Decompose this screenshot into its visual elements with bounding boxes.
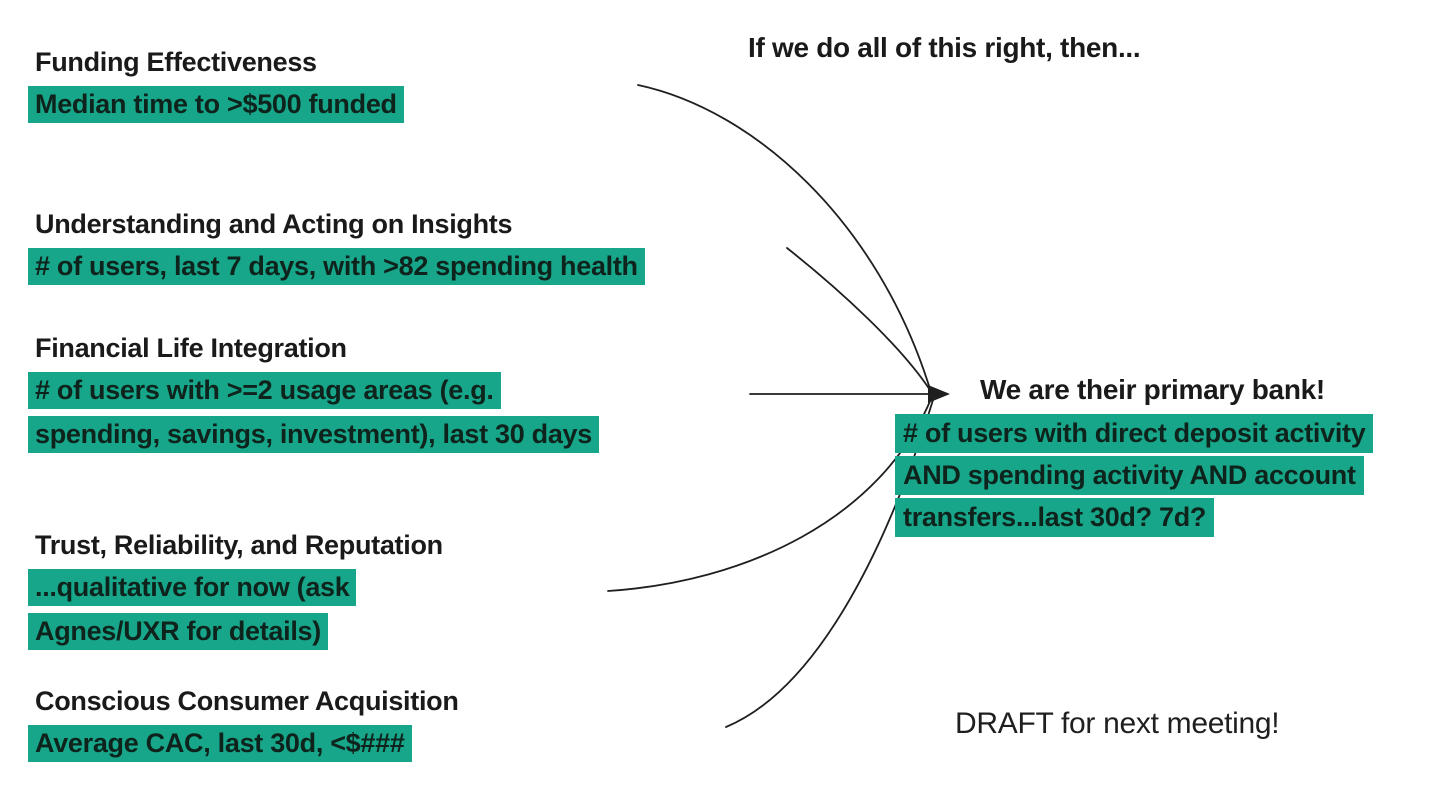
metric-heading: Conscious Consumer Acquisition (35, 686, 459, 716)
metric-highlight-line: # of users, last 7 days, with >82 spendi… (28, 248, 645, 285)
metric-block-financial-life-integration: Financial Life Integration # of users wi… (28, 330, 599, 460)
metric-highlight-line: Average CAC, last 30d, <$### (28, 725, 412, 762)
metric-block-funding-effectiveness: Funding Effectiveness Median time to >$5… (28, 44, 404, 130)
outcome-highlight-line: AND spending activity AND account (895, 456, 1364, 495)
metric-heading: Financial Life Integration (35, 333, 347, 363)
outcome-heading: We are their primary bank! (980, 374, 1325, 405)
outcome-highlight-line: transfers...last 30d? 7d? (895, 498, 1215, 537)
arrow-curve-funding (637, 84, 931, 390)
metric-highlight-line: Median time to >$500 funded (28, 86, 404, 123)
metric-block-trust-reliability-reputation: Trust, Reliability, and Reputation ...qu… (28, 527, 443, 657)
metric-heading: Trust, Reliability, and Reputation (35, 530, 443, 560)
metric-highlight-line: spending, savings, investment), last 30 … (28, 416, 599, 453)
draft-footnote: DRAFT for next meeting! (955, 707, 1280, 740)
arrow-curve-insights (786, 247, 931, 391)
metric-block-conscious-consumer-acquisition: Conscious Consumer Acquisition Average C… (28, 683, 459, 769)
arrow-curve-trust (607, 398, 932, 592)
metric-highlight-line: Agnes/UXR for details) (28, 613, 328, 650)
metric-heading: Understanding and Acting on Insights (35, 209, 513, 239)
metric-highlight-line: ...qualitative for now (ask (28, 569, 357, 606)
page-title: If we do all of this right, then... (748, 32, 1141, 63)
metric-block-understanding-insights: Understanding and Acting on Insights # o… (28, 206, 645, 292)
metric-highlight-line: # of users with >=2 usage areas (e.g. (28, 372, 501, 409)
outcome-block-primary-bank: We are their primary bank! # of users wi… (895, 372, 1374, 540)
outcome-highlight-line: # of users with direct deposit activity (895, 414, 1374, 453)
metric-heading: Funding Effectiveness (35, 47, 317, 77)
